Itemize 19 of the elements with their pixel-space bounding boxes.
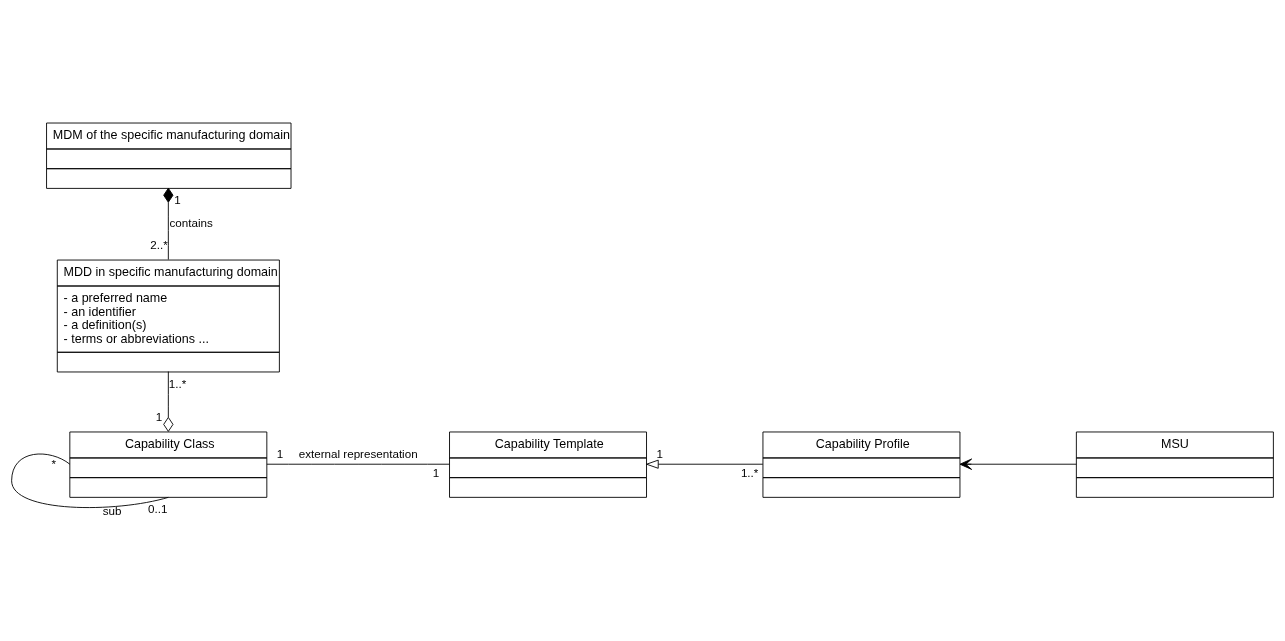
connector [163, 187, 174, 260]
label: 1..* [168, 376, 187, 390]
edge-label: contains [169, 215, 213, 229]
connector [11, 453, 169, 509]
label: 1..* [740, 465, 759, 479]
arrow [959, 458, 1077, 470]
edge-label: sub [102, 504, 122, 518]
label: 1 [656, 447, 664, 461]
arrow [646, 459, 764, 469]
label: 1 [276, 447, 284, 461]
connector [266, 463, 450, 465]
label: 1 [432, 465, 440, 479]
label: 2..* [150, 238, 168, 252]
label: * [51, 456, 56, 470]
label: 1 [174, 193, 181, 207]
label: 1 [155, 410, 163, 424]
edge-label: external representation [298, 447, 418, 461]
label: 0..1 [148, 501, 168, 515]
connector [163, 371, 174, 432]
